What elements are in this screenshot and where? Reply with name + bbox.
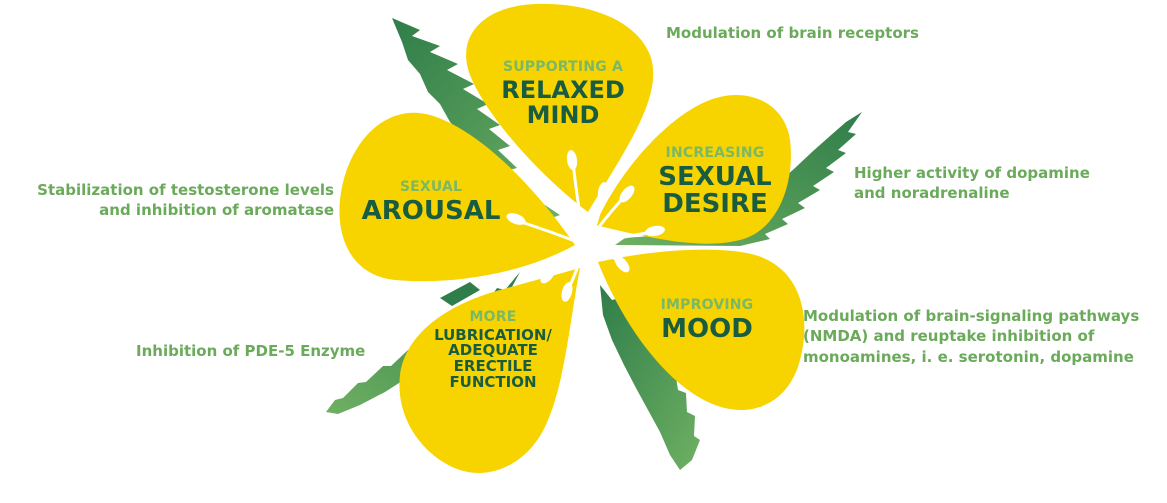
petal-label-left: SEXUAL AROUSAL bbox=[356, 180, 506, 225]
petal-top-big-1: RELAXED bbox=[488, 78, 638, 103]
note-bottom-left: Inhibition of PDE-5 Enzyme bbox=[136, 342, 365, 362]
petal-label-top: SUPPORTING A RELAXED MIND bbox=[488, 60, 638, 128]
note-bottom-right-line-1: Modulation of brain-signaling pathways bbox=[803, 306, 1139, 326]
note-bottom-right-line-3: monoamines, i. e. serotonin, dopamine bbox=[803, 347, 1139, 367]
note-right-line-1: Higher activity of dopamine bbox=[854, 164, 1090, 184]
petal-label-right: INCREASING SEXUAL DESIRE bbox=[640, 146, 790, 218]
note-right-line-2: and noradrenaline bbox=[854, 184, 1090, 204]
note-left-line-2: and inhibition of aromatase bbox=[4, 201, 334, 221]
petal-right-small: INCREASING bbox=[640, 146, 790, 161]
petal-right-big-1: SEXUAL bbox=[640, 164, 790, 191]
note-bottom-right-line-2: (NMDA) and reuptake inhibition of bbox=[803, 326, 1139, 346]
petal-top-big-2: MIND bbox=[488, 103, 638, 128]
note-bottom-right: Modulation of brain-signaling pathways (… bbox=[803, 306, 1139, 367]
note-bottom-left-text: Inhibition of PDE-5 Enzyme bbox=[136, 342, 365, 360]
note-left-line-1: Stabilization of testosterone levels bbox=[4, 181, 334, 201]
petal-bottom-left-small: MORE bbox=[418, 310, 568, 325]
petal-right-big-2: DESIRE bbox=[640, 191, 790, 218]
petal-left-big-1: AROUSAL bbox=[356, 198, 506, 225]
petal-left-small: SEXUAL bbox=[356, 180, 506, 195]
petal-bottom-right-big-1: MOOD bbox=[632, 316, 782, 343]
petal-label-bottom-left: MORE LUBRICATION/ ADEQUATE ERECTILE FUNC… bbox=[418, 310, 568, 391]
petal-top-small: SUPPORTING A bbox=[488, 60, 638, 75]
note-right: Higher activity of dopamine and noradren… bbox=[854, 164, 1090, 203]
petal-bottom-right-small: IMPROVING bbox=[632, 298, 782, 313]
note-left: Stabilization of testosterone levels and… bbox=[4, 181, 334, 220]
note-top-right-text: Modulation of brain receptors bbox=[666, 24, 919, 42]
note-top-right: Modulation of brain receptors bbox=[666, 24, 919, 44]
petal-bottom-left-big-4: FUNCTION bbox=[418, 375, 568, 391]
petal-label-bottom-right: IMPROVING MOOD bbox=[632, 298, 782, 343]
